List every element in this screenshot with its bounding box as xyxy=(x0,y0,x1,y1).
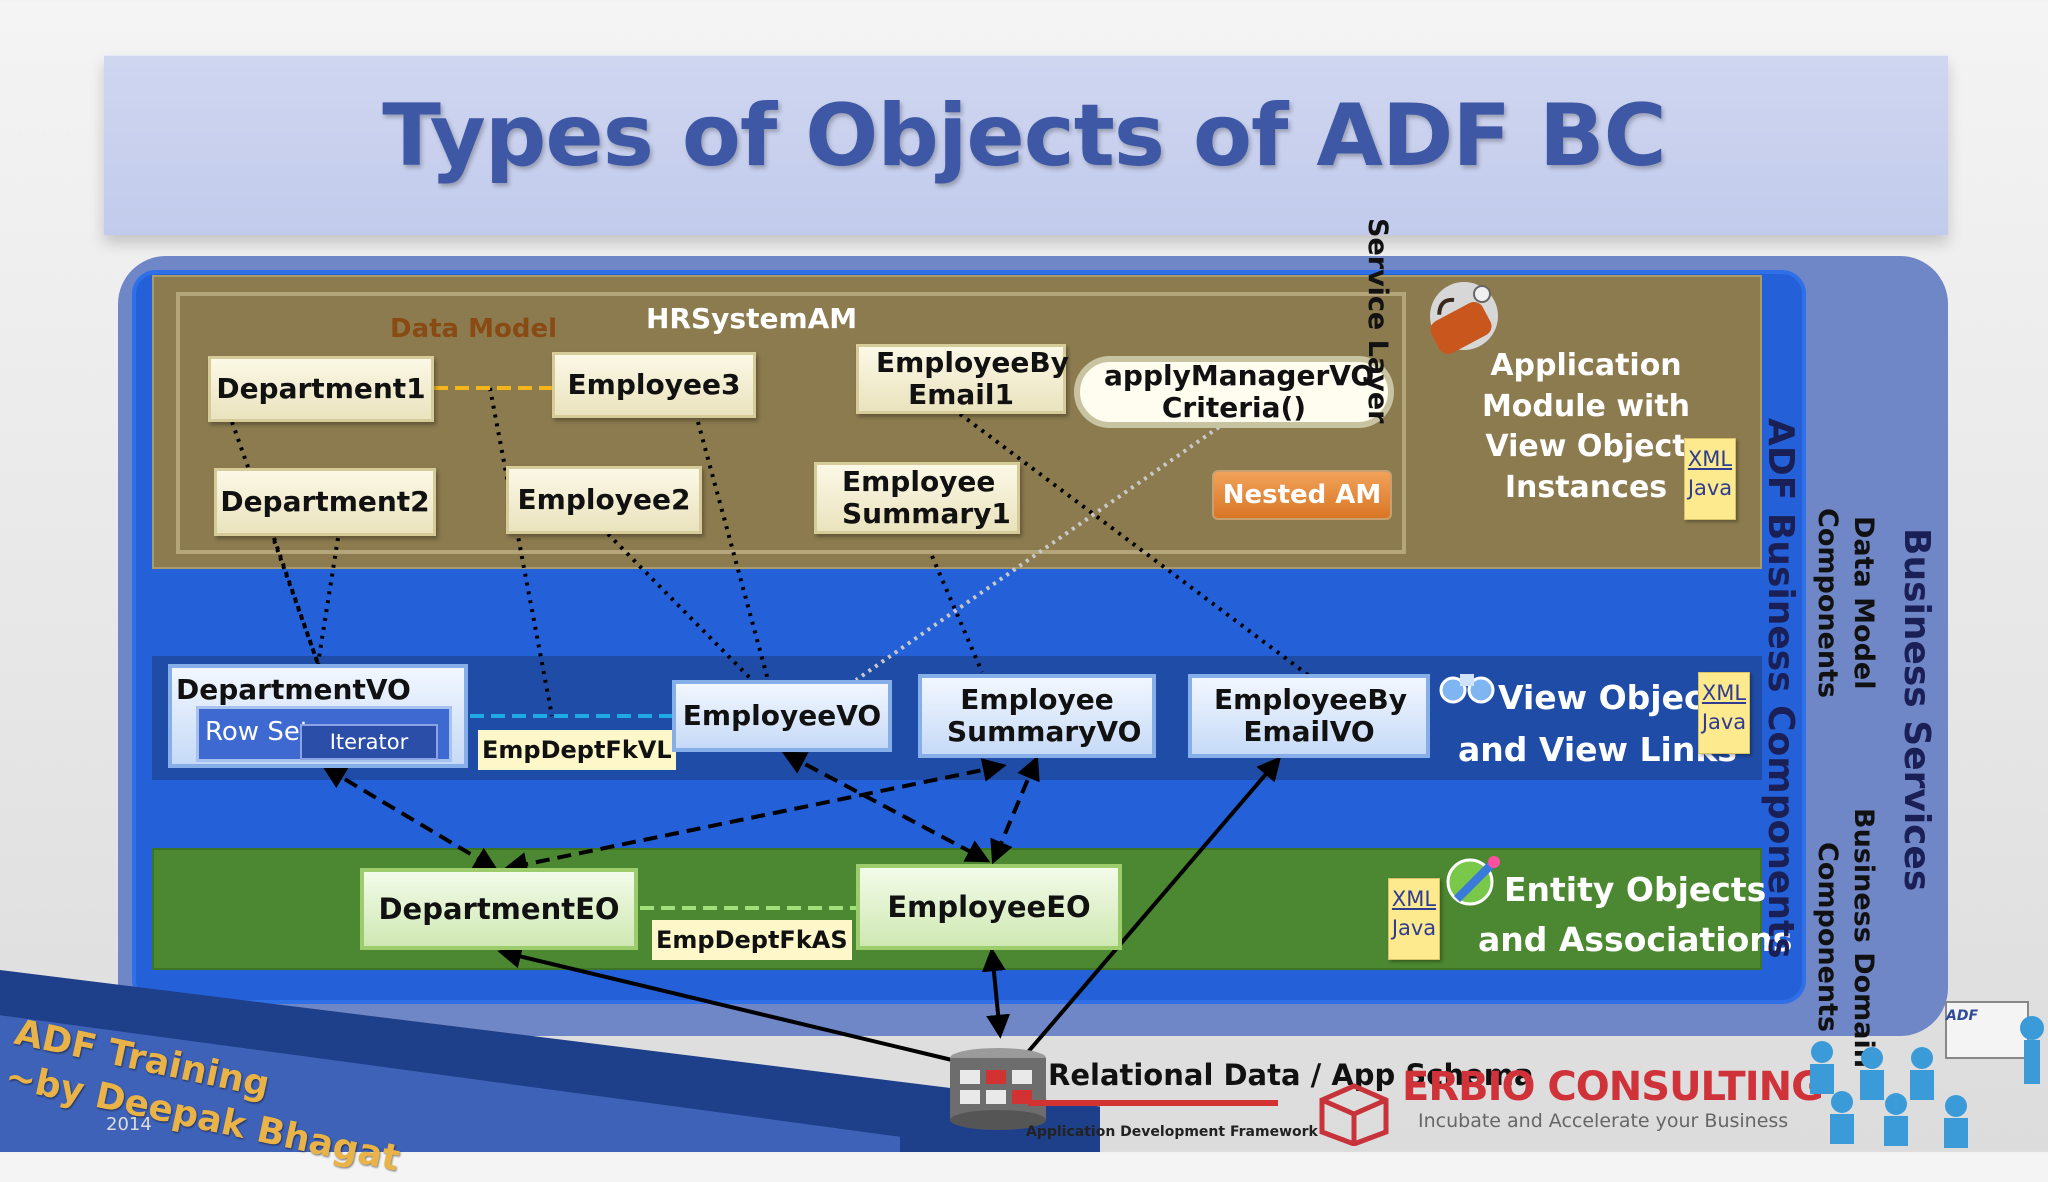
entity-pen-icon xyxy=(1446,856,1500,906)
data-model-label: Data Model xyxy=(390,314,558,344)
binoculars-icon xyxy=(1439,674,1495,704)
service-layer-label: Service Layer xyxy=(1362,218,1393,424)
employee-by-email-vo-box[interactable]: EmployeeBy EmailVO xyxy=(1188,674,1430,758)
entity-objects-label: Entity Objects xyxy=(1504,870,1767,909)
association-tag: EmpDeptFkAS xyxy=(652,920,852,960)
iterator-box: Iterator xyxy=(300,724,438,760)
dotted-emp3-empvo xyxy=(696,421,770,681)
credit-year: 2014 xyxy=(106,1114,152,1135)
title-banner xyxy=(104,55,1948,235)
database-icon xyxy=(950,1048,1046,1130)
dotted-dept1-deptvo xyxy=(230,421,320,665)
business-domain-vertical-label: Business Domain xyxy=(1848,808,1879,1068)
department-eo-box[interactable]: DepartmentEO xyxy=(360,868,638,950)
briefcase-icon xyxy=(1430,282,1498,354)
components-vertical-label-2: Components xyxy=(1812,842,1843,1033)
am-xml-text: XML xyxy=(1687,447,1733,471)
company-name: ERBIO CONSULTING xyxy=(1402,1064,1824,1110)
arrow-empvo-depteo xyxy=(503,758,1007,876)
eo-xml-text: XML xyxy=(1391,887,1437,911)
instance-department1[interactable]: Department1 xyxy=(208,356,434,422)
arrow-emailvo-db xyxy=(1026,756,1282,1054)
slide-title: Types of Objects of ADF BC xyxy=(382,86,1666,186)
view-link-tag: EmpDeptFkVL xyxy=(478,730,676,770)
arrow-empeo-db xyxy=(981,947,1011,1039)
instance-employee3[interactable]: Employee3 xyxy=(552,352,756,418)
employee-summary-vo-box[interactable]: Employee SummaryVO xyxy=(918,674,1156,758)
components-vertical-label-1: Components xyxy=(1812,508,1843,699)
arrow-empvo-empeo xyxy=(781,751,991,863)
method-label: applyManagerVO Criteria() xyxy=(1104,358,1375,424)
dotted-emp2-empvo xyxy=(606,532,754,682)
instance-employeeby-email1[interactable]: EmployeeBy Email1 xyxy=(856,344,1070,414)
business-services-vertical-label: Business Services xyxy=(1896,528,1937,892)
arrow-depteo-db xyxy=(497,944,953,1062)
employee-eo-box[interactable]: EmployeeEO xyxy=(856,864,1122,950)
department-vo-label: DepartmentVO xyxy=(176,673,411,706)
adf-mini-label: ADF xyxy=(1946,1008,1979,1024)
vo-xml-java-badge: XML Java xyxy=(1698,672,1750,754)
am-xml-java-badge: XML Java xyxy=(1684,438,1736,520)
associations-label: and Associations xyxy=(1478,920,1793,959)
am-description-text: Application Module with View Object Inst… xyxy=(1481,348,1691,505)
dotted-email1-emailvo xyxy=(958,412,1314,680)
dotted-dept2b-deptvo xyxy=(316,537,340,665)
adf-bc-vertical-label: ADF Business Components xyxy=(1760,418,1801,959)
connector-lines xyxy=(230,386,1314,1062)
employee-by-email-vo-label: EmployeeBy EmailVO xyxy=(1214,682,1408,748)
training-people-icon xyxy=(1810,1001,2044,1148)
employee-summary-vo-label: Employee SummaryVO xyxy=(947,682,1142,748)
view-links-label: and View Links xyxy=(1458,730,1737,769)
eo-xml-java-badge: XML Java xyxy=(1388,878,1440,960)
arrow-summaryvo-empeo xyxy=(990,755,1040,865)
instance-employee-summary1-label: Employee Summary1 xyxy=(842,464,1011,530)
am-name: HRSystemAM xyxy=(646,302,858,335)
oracle-subtitle: Application Development Framework xyxy=(1026,1124,1318,1140)
application-module-description: Application Module with View Object Inst… xyxy=(1436,346,1736,508)
database-label: Relational Data / App Schema xyxy=(1048,1058,1534,1092)
employee-vo-box[interactable]: EmployeeVO xyxy=(672,680,892,752)
arrow-deptvo-depteo xyxy=(321,765,499,871)
hrsystem-am-frame xyxy=(176,292,1406,554)
am-java-text: Java xyxy=(1687,476,1733,501)
vo-xml-text: XML xyxy=(1701,681,1747,705)
row-set-label: Row Set xyxy=(205,717,311,747)
oracle-red-bar xyxy=(1028,1100,1278,1106)
apply-manager-vo-criteria-method[interactable]: applyManagerVO Criteria() xyxy=(1074,356,1394,428)
data-model-vertical-label: Data Model xyxy=(1848,516,1879,690)
dotted-method-empvo xyxy=(854,416,1234,682)
instance-employee-summary1[interactable]: Employee Summary1 xyxy=(814,462,1020,534)
vo-java-text: Java xyxy=(1701,710,1747,735)
instance-department2[interactable]: Department2 xyxy=(214,468,436,536)
dotted-summary-summaryvo xyxy=(930,555,984,673)
company-logo-icon xyxy=(1319,1083,1389,1146)
nested-am-box[interactable]: Nested AM xyxy=(1212,470,1392,520)
instance-employeeby-email1-label: EmployeeBy Email1 xyxy=(876,345,1070,411)
instance-employee2[interactable]: Employee2 xyxy=(506,466,702,534)
eo-java-text: Java xyxy=(1391,916,1437,941)
company-tagline: Incubate and Accelerate your Business xyxy=(1418,1110,1789,1132)
dotted-emp3-link xyxy=(488,387,554,717)
